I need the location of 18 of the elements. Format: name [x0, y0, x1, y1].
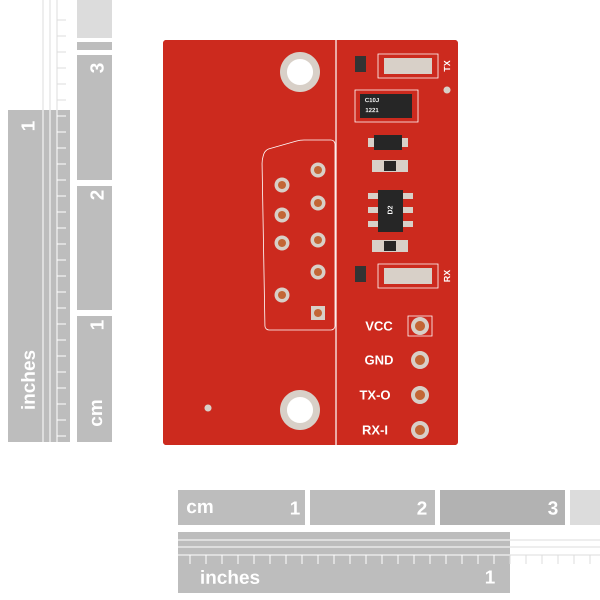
pin-label: VCC [365, 321, 392, 331]
ruler-number: 1 [486, 570, 495, 584]
pin-label: GND [365, 355, 393, 365]
ruler-unit: cm [187, 502, 213, 514]
pin-label: RX-I [362, 426, 388, 434]
led-label: RX [444, 270, 450, 282]
ruler-unit: inches [201, 570, 260, 584]
ruler-number: 1 [290, 501, 300, 515]
led-label: TX [444, 60, 450, 72]
ruler-number: 1 [90, 320, 104, 330]
ruler-unit: inches [21, 350, 35, 409]
ruler-number: 2 [90, 190, 104, 200]
ruler-unit: cm [92, 400, 102, 426]
ruler-number: 3 [90, 63, 104, 73]
pin-label: TX-O [360, 390, 390, 400]
ruler-number: 2 [417, 501, 427, 515]
ruler-number: 1 [21, 121, 35, 130]
ruler-number: 3 [548, 501, 558, 515]
